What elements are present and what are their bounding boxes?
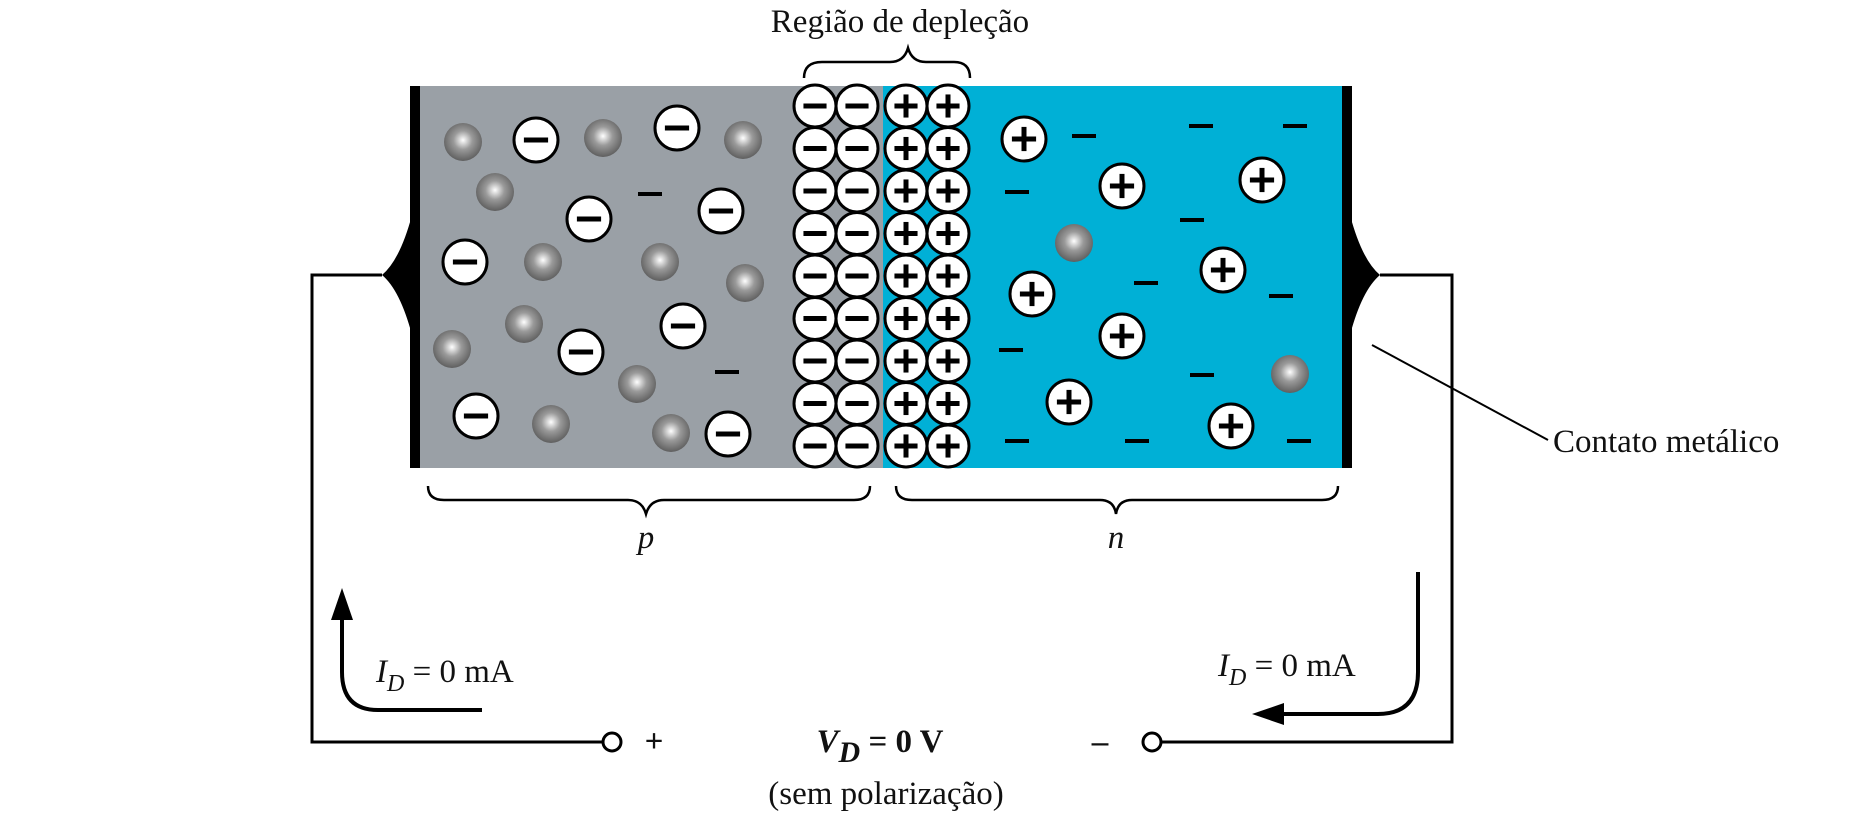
depletion-minus-ion-icon bbox=[834, 296, 880, 341]
acceptor-ion-icon bbox=[441, 238, 489, 286]
depletion-region-brace bbox=[802, 43, 972, 79]
donor-ion-icon bbox=[1000, 115, 1048, 163]
left-current-label: ID = 0 mA bbox=[375, 654, 514, 697]
depletion-minus-ion-icon bbox=[834, 381, 880, 426]
depletion-minus-ion-icon bbox=[792, 126, 838, 171]
hole-icon bbox=[444, 123, 482, 161]
hole-icon bbox=[1055, 224, 1093, 262]
depletion-plus-ion-icon bbox=[925, 381, 971, 426]
metal-contact-pointer bbox=[1371, 344, 1549, 441]
depletion-plus-ion-icon bbox=[883, 253, 929, 299]
donor-ion-icon bbox=[1098, 162, 1146, 210]
depletion-minus-ion-icon bbox=[792, 211, 838, 256]
depletion-plus-ion-icon bbox=[883, 423, 929, 469]
n-region-label: n bbox=[1108, 520, 1125, 556]
right-current-arrow bbox=[1276, 572, 1420, 716]
acceptor-ion-icon bbox=[697, 187, 745, 235]
depletion-minus-ion-icon bbox=[792, 83, 838, 129]
left-current-arrow bbox=[340, 610, 482, 712]
depletion-plus-ion-icon bbox=[883, 168, 929, 214]
depletion-minus-ion-icon bbox=[792, 168, 838, 214]
depletion-minus-ion-icon bbox=[834, 168, 880, 214]
voltage-label: VD = 0 V bbox=[817, 724, 944, 769]
depletion-minus-ion-icon bbox=[792, 253, 838, 299]
depletion-plus-ion-icon bbox=[925, 83, 971, 129]
hole-icon bbox=[618, 365, 656, 403]
depletion-minus-ion-icon bbox=[792, 423, 838, 469]
depletion-plus-ion-icon bbox=[925, 338, 971, 384]
hole-icon bbox=[524, 243, 562, 281]
metal-contact-label: Contato metálico bbox=[1553, 424, 1779, 460]
donor-ion-icon bbox=[1207, 402, 1255, 450]
donor-ion-icon bbox=[1199, 246, 1247, 294]
hole-icon bbox=[641, 243, 679, 281]
depletion-plus-ion-icon bbox=[883, 381, 929, 426]
depletion-plus-ion-icon bbox=[925, 211, 971, 256]
acceptor-ion-icon bbox=[512, 116, 560, 164]
right-contact-lead bbox=[1350, 215, 1380, 335]
acceptor-ion-icon bbox=[659, 302, 707, 350]
positive-terminal bbox=[601, 731, 623, 753]
bias-note: (sem polarização) bbox=[768, 776, 1003, 812]
depletion-region-label: Região de depleção bbox=[771, 4, 1029, 40]
acceptor-ion-icon bbox=[557, 328, 605, 376]
donor-ion-icon bbox=[1045, 378, 1093, 426]
n-region-brace bbox=[894, 485, 1340, 515]
right-metal-contact bbox=[1342, 86, 1352, 468]
hole-icon bbox=[476, 173, 514, 211]
hole-icon bbox=[532, 405, 570, 443]
depletion-plus-ion-icon bbox=[925, 126, 971, 171]
depletion-minus-ion-icon bbox=[834, 83, 880, 129]
left-arrow-head-icon bbox=[331, 588, 353, 620]
hole-icon bbox=[584, 119, 622, 157]
minus-terminal-sign: – bbox=[1091, 724, 1109, 760]
depletion-plus-ion-icon bbox=[883, 126, 929, 171]
hole-icon bbox=[652, 414, 690, 452]
hole-icon bbox=[1271, 355, 1309, 393]
hole-icon bbox=[726, 264, 764, 302]
depletion-plus-ion-icon bbox=[925, 296, 971, 341]
acceptor-ion-icon bbox=[565, 195, 613, 243]
right-wire bbox=[1160, 273, 1454, 744]
p-region-label: p bbox=[636, 520, 655, 556]
hole-icon bbox=[724, 121, 762, 159]
depletion-plus-ion-icon bbox=[883, 296, 929, 341]
depletion-plus-ion-icon bbox=[883, 83, 929, 129]
acceptor-ion-icon bbox=[452, 392, 500, 440]
depletion-plus-ion-icon bbox=[925, 423, 971, 469]
left-contact-lead bbox=[382, 215, 412, 335]
left-wire bbox=[310, 273, 604, 744]
plus-terminal-sign: + bbox=[645, 724, 664, 760]
depletion-minus-ion-icon bbox=[792, 296, 838, 341]
p-region-brace bbox=[426, 485, 872, 519]
hole-icon bbox=[505, 305, 543, 343]
depletion-plus-ion-icon bbox=[883, 338, 929, 384]
depletion-minus-ion-icon bbox=[834, 423, 880, 469]
depletion-minus-ion-icon bbox=[834, 253, 880, 299]
right-arrow-head-icon bbox=[1252, 703, 1284, 725]
hole-icon bbox=[433, 330, 471, 368]
depletion-plus-ion-icon bbox=[883, 211, 929, 256]
donor-ion-icon bbox=[1008, 270, 1056, 318]
acceptor-ion-icon bbox=[653, 104, 701, 152]
charge-carriers bbox=[433, 83, 1311, 469]
negative-terminal bbox=[1141, 731, 1163, 753]
left-metal-contact bbox=[410, 86, 420, 468]
depletion-minus-ion-icon bbox=[834, 211, 880, 256]
acceptor-ion-icon bbox=[704, 410, 752, 458]
depletion-plus-ion-icon bbox=[925, 253, 971, 299]
depletion-minus-ion-icon bbox=[792, 381, 838, 426]
right-current-label: ID = 0 mA bbox=[1217, 648, 1356, 691]
depletion-minus-ion-icon bbox=[834, 126, 880, 171]
donor-ion-icon bbox=[1098, 312, 1146, 360]
depletion-minus-ion-icon bbox=[792, 338, 838, 384]
depletion-minus-ion-icon bbox=[834, 338, 880, 384]
depletion-plus-ion-icon bbox=[925, 168, 971, 214]
donor-ion-icon bbox=[1238, 156, 1286, 204]
